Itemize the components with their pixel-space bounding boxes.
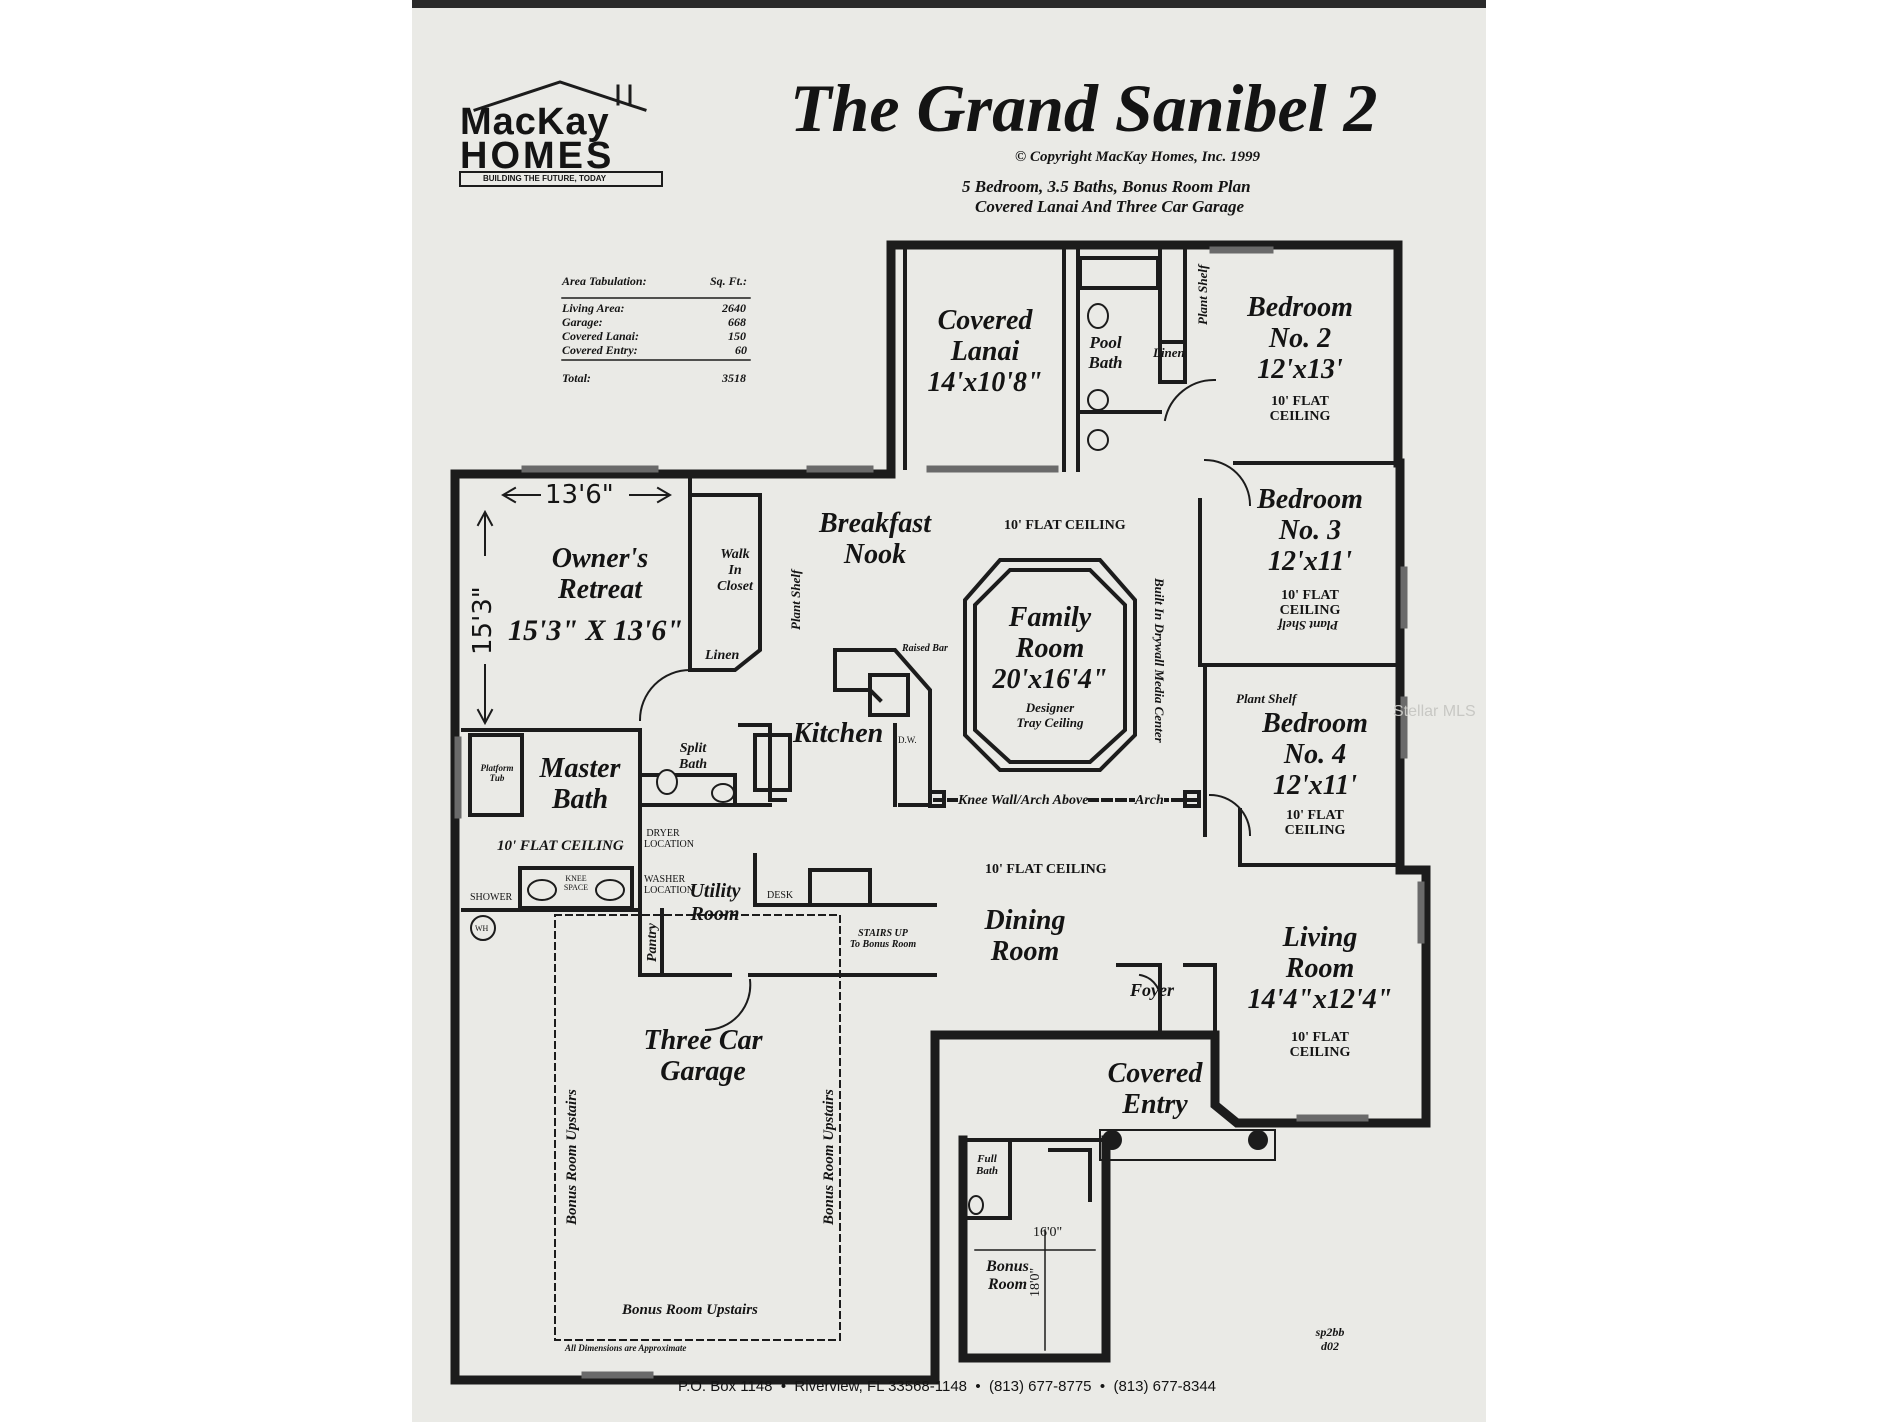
plant-shelf-top-label: Plant Shelf xyxy=(1195,264,1210,325)
scanned-sheet xyxy=(412,0,1486,1422)
bedroom-3-plant-shelf: Plant Shelf xyxy=(1278,618,1339,633)
nook-plant-shelf: Plant Shelf xyxy=(788,569,803,630)
linen-top-label: Linen xyxy=(1153,345,1185,360)
raised-bar-label: Raised Bar xyxy=(902,643,948,654)
owners-retreat-dim-horizontal: 13'6" xyxy=(545,480,614,510)
area-row-value: 150 xyxy=(728,329,746,343)
nook-flat-ceiling: 10' FLAT CEILING xyxy=(1004,518,1126,533)
logo-house-icon xyxy=(459,80,663,187)
area-tab-unit-heading: Sq. Ft.: xyxy=(710,274,748,288)
media-center-label: Built In Drywall Media Center xyxy=(1152,578,1167,743)
footer-address: P.O. Box 1148 • Riverview, FL 33568-1148… xyxy=(678,1378,1217,1395)
copyright-line: © Copyright MacKay Homes, Inc. 1999 xyxy=(1015,149,1260,165)
owners-retreat-size: 15'3" X 13'6" xyxy=(508,614,683,647)
area-row-value: 60 xyxy=(735,343,747,357)
master-bath-ceiling: 10' FLAT CEILING xyxy=(497,838,624,854)
area-tab-heading: Area Tabulation: xyxy=(562,274,647,288)
subtitle-bedrooms: 5 Bedroom, 3.5 Baths, Bonus Room Plan xyxy=(962,177,1251,196)
area-row-value: 668 xyxy=(728,315,746,329)
dishwasher-label: D.W. xyxy=(898,735,917,745)
area-row-value: 2640 xyxy=(722,301,746,315)
desk-label: DESK xyxy=(767,890,794,901)
logo-line-mackay: MacKay xyxy=(460,101,610,143)
scan-top-edge xyxy=(412,0,1486,8)
subtitle-lanai-garage: Covered Lanai And Three Car Garage xyxy=(975,197,1245,216)
bonus-room-width: 16'0" xyxy=(1033,1225,1063,1240)
water-heater-label: WH xyxy=(475,924,489,933)
bedroom-4-plant-shelf: Plant Shelf xyxy=(1236,691,1297,706)
logo-line-homes: HOMES xyxy=(460,135,615,177)
area-row-label: Living Area: xyxy=(562,301,625,315)
area-row-label: Covered Lanai: xyxy=(562,329,639,343)
bonus-upstairs-right: Bonus Room Upstairs xyxy=(821,1089,837,1225)
knee-wall-label: Knee Wall/Arch Above xyxy=(958,793,1089,809)
plan-title: The Grand Sanibel 2 xyxy=(790,70,1378,146)
kitchen-label: Kitchen xyxy=(793,718,884,749)
copyright-text: Copyright MacKay Homes, Inc. 1999 xyxy=(1029,149,1260,165)
pantry-label: Pantry xyxy=(645,923,660,962)
area-row-label: Garage: xyxy=(562,315,603,329)
dimensions-approx-note: All Dimensions are Approximate xyxy=(565,1343,687,1353)
area-total-value: 3518 xyxy=(722,371,746,385)
foyer-label: Foyer xyxy=(1130,980,1174,1000)
mls-watermark: Stellar MLS xyxy=(1393,703,1476,720)
bonus-upstairs-bottom: Bonus Room Upstairs xyxy=(622,1302,758,1318)
dining-flat-ceiling: 10' FLAT CEILING xyxy=(985,862,1107,877)
owners-retreat-dim-vertical: 15'3" xyxy=(468,586,498,655)
bonus-upstairs-left: Bonus Room Upstairs xyxy=(564,1089,580,1225)
area-total-label: Total: xyxy=(562,371,591,385)
arch-label: Arch xyxy=(1135,793,1164,809)
area-row-label: Covered Entry: xyxy=(562,343,638,357)
linen-mid-label: Linen xyxy=(705,648,740,663)
logo-tagline: BUILDING THE FUTURE, TODAY xyxy=(483,174,607,183)
shower-label: SHOWER xyxy=(470,892,513,903)
